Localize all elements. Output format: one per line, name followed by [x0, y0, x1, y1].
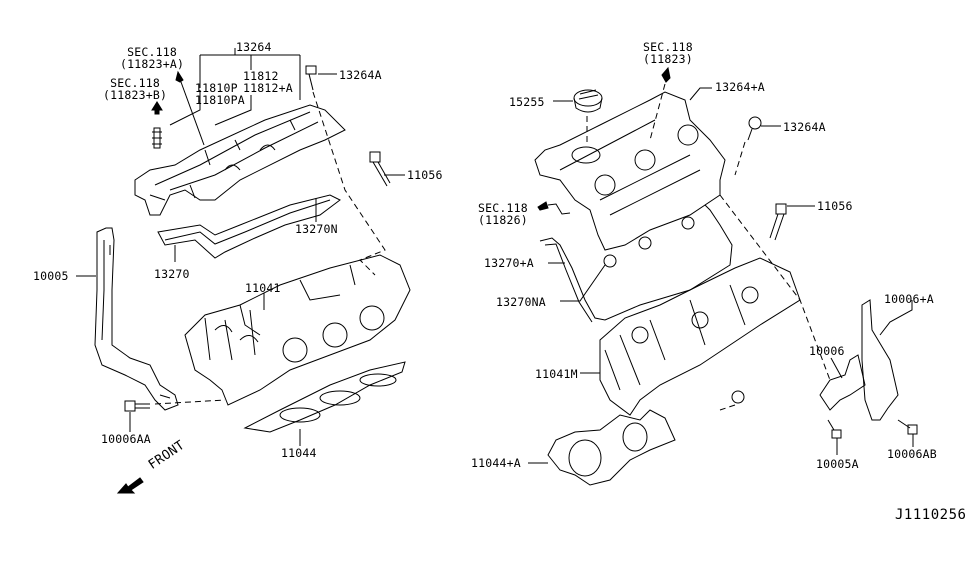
arrow-icon — [537, 201, 549, 211]
part-label-13270NA[interactable]: 13270NA — [496, 295, 546, 309]
part-label-13264A-right[interactable]: 13264A — [783, 120, 826, 134]
part-label-11812-a[interactable]: 11812+A — [243, 81, 293, 95]
part-label-10006-a[interactable]: 10006+A — [884, 292, 934, 306]
gasket-13270N[interactable] — [157, 194, 341, 259]
head-gasket-11044+A[interactable] — [547, 409, 676, 486]
bracket-10005[interactable] — [94, 227, 179, 411]
bolt-13264A-right[interactable] — [747, 116, 762, 141]
part-label-10006AA[interactable]: 10006AA — [101, 432, 151, 446]
part-label-11044-a[interactable]: 11044+A — [471, 456, 521, 470]
bolt-13264A-left[interactable] — [305, 65, 317, 91]
section-ref-code: (11823) — [643, 52, 693, 66]
front-arrow-icon — [116, 477, 144, 494]
head-gasket-11044[interactable] — [243, 361, 406, 433]
arrow-icon — [175, 70, 184, 83]
spark-plug-tube-left[interactable] — [152, 127, 162, 149]
part-label-11041[interactable]: 11041 — [245, 281, 281, 295]
part-label-11056-left[interactable]: 11056 — [407, 168, 443, 182]
valve-cover-right[interactable] — [534, 91, 726, 251]
section-ref-11823-b[interactable]: SEC.118 (11823+B) — [103, 77, 167, 101]
arrow-icon — [151, 101, 163, 115]
arrow-icon — [661, 66, 671, 83]
section-label: SEC.118 — [478, 201, 528, 215]
gasket-13270+A[interactable] — [539, 204, 733, 321]
part-label-13264-a[interactable]: 13264+A — [715, 80, 765, 94]
section-ref-11823-a[interactable]: SEC.118 (11823+A) — [120, 46, 184, 70]
part-label-11044[interactable]: 11044 — [281, 446, 317, 460]
part-label-13264[interactable]: 13264 — [236, 40, 272, 54]
part-label-10006[interactable]: 10006 — [809, 344, 845, 358]
section-ref-11823[interactable]: SEC.118 (11823) — [643, 41, 693, 65]
bolt-10006AB[interactable] — [897, 419, 918, 435]
cylinder-head-11041M[interactable] — [599, 257, 801, 416]
part-label-13264A[interactable]: 13264A — [339, 68, 382, 82]
bolt-10006AA[interactable] — [124, 400, 150, 412]
part-label-10006AB[interactable]: 10006AB — [887, 447, 937, 461]
section-ref-code: (11823+B) — [103, 88, 168, 102]
part-label-10005A[interactable]: 10005A — [816, 457, 859, 471]
part-label-13270-a[interactable]: 13270+A — [484, 256, 534, 270]
bolt-10005A[interactable] — [827, 419, 842, 439]
section-label: SEC.118 — [127, 45, 177, 59]
part-label-11810PA[interactable]: 11810PA — [195, 93, 245, 107]
part-label-11812[interactable]: 11812 — [243, 69, 279, 83]
diagram-code: J1110256 — [895, 507, 967, 523]
oil-filler-cap-15255[interactable] — [573, 89, 603, 113]
valve-cover-left[interactable] — [134, 104, 346, 216]
part-label-15255[interactable]: 15255 — [509, 95, 545, 109]
part-label-11056-right[interactable]: 11056 — [817, 199, 853, 213]
cylinder-head-11041[interactable] — [184, 254, 411, 406]
part-label-13270N[interactable]: 13270N — [295, 222, 338, 236]
plug-fitting[interactable] — [731, 390, 745, 404]
section-ref-code: (11823+A) — [120, 57, 185, 71]
section-ref-11826[interactable]: SEC.118 (11826) — [478, 202, 528, 226]
section-ref-code: (11826) — [478, 213, 528, 227]
part-label-10005[interactable]: 10005 — [33, 269, 69, 283]
bracket-10006+A[interactable] — [861, 299, 899, 421]
bolt-11056-left[interactable] — [369, 151, 391, 187]
part-label-11041M[interactable]: 11041M — [535, 367, 578, 381]
part-label-13270[interactable]: 13270 — [154, 267, 190, 281]
section-label: SEC.118 — [643, 40, 693, 54]
bracket-10006[interactable] — [819, 354, 866, 411]
section-label: SEC.118 — [110, 76, 160, 90]
part-label-11810P[interactable]: 11810P — [195, 81, 238, 95]
bolt-11056-right[interactable] — [769, 203, 787, 241]
